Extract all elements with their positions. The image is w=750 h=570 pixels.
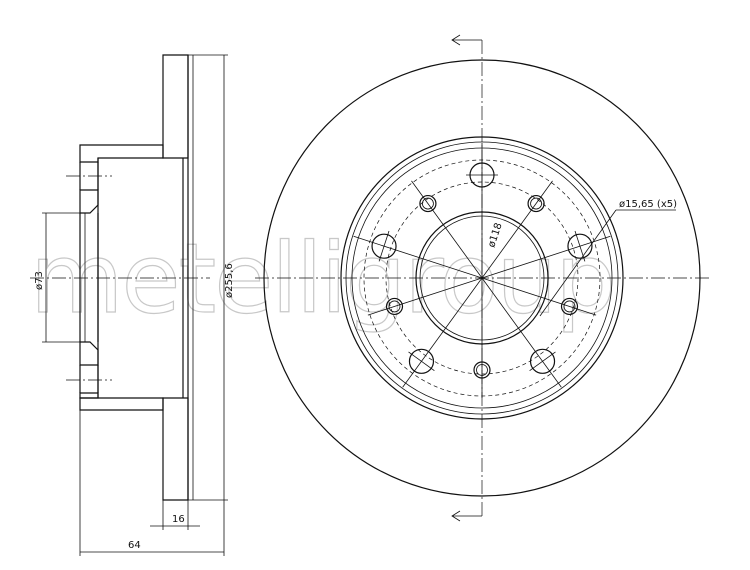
height-dimension: 64: [128, 540, 141, 551]
small-hole: [419, 194, 437, 213]
small-hole: [473, 361, 491, 379]
bolt-hole-dimension: ø15,65 (x5): [619, 199, 677, 210]
hole-center-mark: [378, 230, 390, 262]
small-hole: [385, 297, 404, 316]
small-hole-inner: [563, 300, 576, 313]
small-hole: [560, 297, 579, 316]
small-hole-inner: [476, 364, 488, 376]
front-view: ø118 ø15,65 (x5): [255, 34, 712, 522]
bolt-hole: [408, 348, 435, 374]
radial-line: [402, 277, 483, 388]
radial-line: [481, 235, 611, 279]
bolt-hole: [529, 348, 556, 374]
radial-line: [481, 277, 562, 388]
hub-bore-dimension: ø73: [34, 271, 45, 290]
small-hole-inner: [388, 300, 401, 313]
watermark: metelligroup: [30, 223, 614, 335]
hole-center-mark: [408, 351, 435, 372]
radial-line: [353, 235, 483, 279]
thickness-dimension: 16: [172, 514, 185, 525]
small-hole-inner: [530, 197, 542, 210]
hole-center-mark: [574, 230, 586, 262]
bolt-hole: [567, 233, 593, 259]
outer-diameter-dimension: ø255,6: [224, 263, 235, 298]
small-hole: [527, 194, 545, 213]
small-hole-inner: [422, 197, 434, 210]
hole-center-mark: [529, 351, 556, 372]
side-view: ø73 ø255,6 16 64: [30, 54, 235, 556]
bolt-hole: [371, 233, 397, 259]
